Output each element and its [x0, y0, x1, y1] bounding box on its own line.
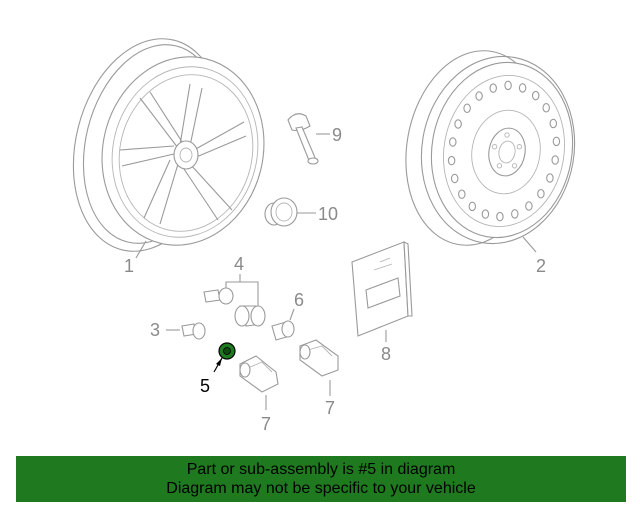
- banner-line-1: Part or sub-assembly is #5 in diagram: [186, 461, 456, 478]
- tpms-control-module: 8: [351, 241, 413, 364]
- spare-wheel-vent-hole: [463, 103, 471, 114]
- callout-7a: 7: [261, 414, 271, 434]
- spare-wheel-vent-hole: [531, 90, 540, 101]
- callout-8: 8: [381, 344, 391, 364]
- highlighted-part-5: 5: [200, 342, 236, 396]
- spare-wheel-lug-holes: [491, 132, 523, 169]
- tpms-sensor-left: 7: [239, 355, 279, 434]
- spare-wheel-vent-hole: [542, 103, 550, 113]
- spare-wheel-holes: [447, 80, 561, 222]
- spare-wheel-vent-hole: [450, 173, 459, 184]
- lug-nut: 6: [271, 290, 304, 341]
- callout-6: 6: [294, 290, 304, 310]
- center-cap: 10: [264, 197, 338, 227]
- callout-10: 10: [318, 204, 338, 224]
- spare-wheel-vent-hole: [496, 211, 504, 222]
- spare-wheel-lug-hole: [511, 163, 518, 169]
- callout-7b: 7: [325, 398, 335, 418]
- spare-wheel-vent-hole: [546, 173, 554, 183]
- spare-wheel-vent-hole: [518, 83, 527, 93]
- spare-wheel-vent-hole: [511, 209, 519, 219]
- alloy-wheel: 1: [72, 38, 265, 276]
- spare-wheel-vent-hole: [551, 155, 559, 165]
- spare-wheel-lug-hole: [496, 163, 503, 169]
- wheel-bolt: 3: [150, 320, 206, 340]
- info-banner: Part or sub-assembly is #5 in diagram Di…: [16, 456, 626, 502]
- spare-wheel-vent-hole: [489, 83, 497, 93]
- spare-wheel-vent-hole: [549, 118, 558, 129]
- callout-2: 2: [536, 256, 546, 276]
- callout-1: 1: [124, 256, 134, 276]
- spare-wheel-vent-hole: [458, 189, 466, 199]
- spare-wheel-vent-hole: [537, 188, 545, 199]
- spare-wheel-vent-hole: [504, 80, 512, 91]
- callout-4: 4: [234, 254, 244, 274]
- valve-stem: 9: [287, 113, 342, 165]
- spare-wheel-vent-hole: [475, 91, 483, 101]
- tpms-sensor-right: 7: [299, 339, 339, 418]
- banner-line-2: Diagram may not be specific to your vehi…: [166, 480, 476, 497]
- spare-wheel-vent-hole: [525, 201, 533, 211]
- spare-wheel-lug-hole: [504, 132, 510, 138]
- spare-wheel-vent-hole: [449, 137, 457, 147]
- spare-wheel-vent-hole: [481, 209, 490, 219]
- spare-wheel-vent-hole: [552, 136, 561, 147]
- spare-wheel-lug-hole: [516, 144, 523, 150]
- spare-wheel-vent-hole: [454, 119, 462, 129]
- spare-wheel-vent-hole: [468, 201, 477, 212]
- callout-3: 3: [150, 320, 160, 340]
- spare-wheel-vent-hole: [447, 155, 456, 166]
- callout-9: 9: [332, 125, 342, 145]
- callout-5: 5: [200, 376, 210, 396]
- spare-wheel-lug-hole: [491, 144, 498, 150]
- steel-spare-wheel: 2: [405, 50, 576, 276]
- wheel-lock-set: 4: [203, 254, 266, 327]
